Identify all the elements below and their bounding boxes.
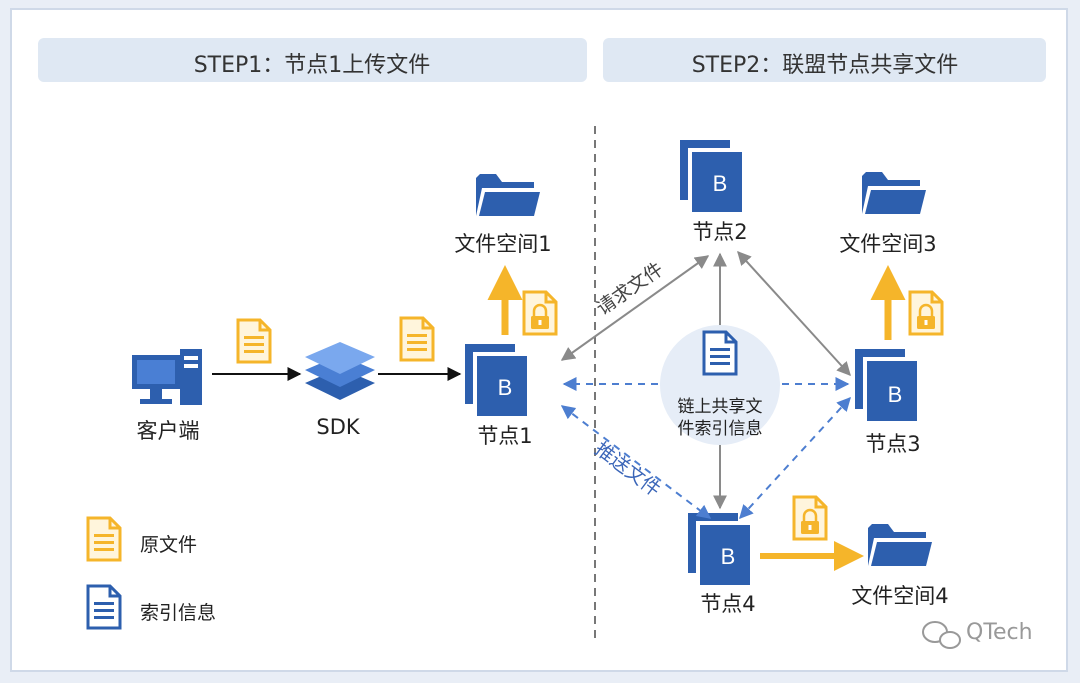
- wechat-icon: [922, 621, 961, 649]
- server-icon-node3: [855, 349, 917, 421]
- folder-icon-space1: [476, 174, 540, 216]
- step1-header: [38, 38, 587, 82]
- server-letter-node4: B: [721, 544, 736, 569]
- node2-label: 节点2: [692, 220, 748, 244]
- legend-index-info-icon: [86, 584, 122, 630]
- lock-document-icon-1: [522, 290, 558, 336]
- original-file-icon-2: [399, 316, 435, 362]
- legend-index-info-label: 索引信息: [140, 602, 217, 624]
- arrow-request-file: [560, 255, 710, 361]
- step2-title: STEP2：联盟节点共享文件: [691, 53, 959, 78]
- space4-label: 文件空间4: [851, 584, 949, 608]
- server-icon-node1: [465, 344, 527, 416]
- dashed-arrow-node3-node4: [739, 396, 851, 520]
- sdk-label: SDK: [316, 415, 360, 439]
- chain-index-line2: 件索引信息: [677, 419, 763, 439]
- lock-document-icon-4: [792, 495, 828, 541]
- step1-title: STEP1：节点1上传文件: [193, 53, 431, 78]
- computer-icon: [132, 349, 202, 405]
- index-info-icon-center: [702, 330, 738, 376]
- legend-original-file-label: 原文件: [140, 534, 198, 556]
- chain-index-line1: 链上共享文: [677, 397, 763, 417]
- space3-label: 文件空间3: [839, 232, 937, 256]
- node1-label: 节点1: [477, 424, 533, 448]
- server-icon-node4: [688, 513, 750, 585]
- folder-icon-space4: [868, 524, 932, 566]
- node3-label: 节点3: [865, 432, 921, 456]
- lock-document-icon-3: [908, 290, 944, 336]
- space1-label: 文件空间1: [454, 232, 552, 256]
- server-letter-node2: B: [713, 171, 728, 196]
- sdk-layers-icon: [305, 342, 375, 400]
- server-letter-node1: B: [498, 375, 513, 400]
- step2-header: [603, 38, 1046, 82]
- original-file-icon-1: [236, 318, 272, 364]
- folder-icon-space3: [862, 172, 926, 214]
- server-icon-node2: [680, 140, 742, 212]
- legend-original-file-icon: [86, 516, 122, 562]
- watermark-text: QTech: [966, 620, 1033, 645]
- client-label: 客户端: [136, 419, 200, 443]
- node4-label: 节点4: [700, 592, 756, 616]
- arrow-node2-node3: [737, 250, 851, 377]
- dashed-arrow-push-file: [560, 405, 712, 519]
- server-letter-node3: B: [888, 382, 903, 407]
